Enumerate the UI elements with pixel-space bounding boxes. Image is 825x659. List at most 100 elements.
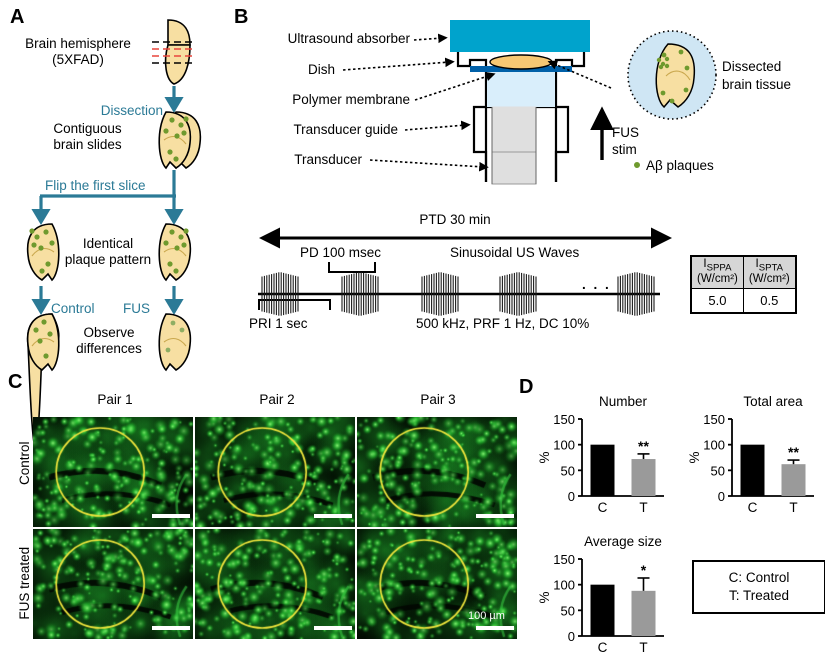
identical-slice-left-glyph <box>26 223 60 282</box>
panel-d-legend: C: Control T: Treated <box>692 560 825 615</box>
number-ytick: 0 <box>568 489 575 504</box>
ispta-unit: (W/cm²) <box>748 273 790 286</box>
total-area-title: Total area <box>743 394 803 409</box>
micrograph-fus-pair-2[interactable] <box>195 529 355 639</box>
column-header-pair-1: Pair 1 <box>97 392 133 407</box>
total-area-ytick: 150 <box>703 412 725 427</box>
arrow-label-control: Control <box>51 301 95 316</box>
identical-pattern-line2: plaque pattern <box>64 252 152 268</box>
panel-d-letter: D <box>519 376 534 398</box>
callout-label-transducer-guide: Transducer guide <box>293 122 398 137</box>
number-ytick: 50 <box>561 463 575 478</box>
scale-bar-control-3 <box>476 514 514 518</box>
micrograph-control-pair-1[interactable] <box>33 417 193 527</box>
leader-transducer-guide <box>404 120 471 131</box>
leader-dish <box>342 57 455 71</box>
panel-c-letter: C <box>8 371 23 393</box>
brain-hemisphere-glyph <box>152 19 196 85</box>
number-bar-C <box>590 444 615 496</box>
ispta-subscript: SPTA <box>758 262 784 274</box>
column-header-pair-3: Pair 3 <box>420 392 456 407</box>
arrow-label-dissection: Dissection <box>100 103 163 118</box>
callout-label-dish: Dish <box>307 62 335 77</box>
arrow-label-flip-first-slice: Flip the first slice <box>45 178 146 193</box>
callout-label-ultrasound-absorber: Ultrasound absorber <box>287 31 410 46</box>
identical-pattern-line1: Identical <box>82 236 134 251</box>
dissected-tissue-line2: brain tissue <box>722 76 792 92</box>
number-ylabel: % <box>537 451 552 463</box>
sinusoidal-waves-label: Sinusoidal US Waves <box>450 245 580 260</box>
transducer-guide-shape <box>472 105 570 182</box>
panel-a-letter: A <box>10 6 25 28</box>
number-xtick-T: T <box>639 500 647 515</box>
micrograph-control-pair-2[interactable] <box>195 417 355 527</box>
leader-ultrasound-absorber <box>413 33 448 44</box>
scale-bar-fus-3 <box>476 626 514 630</box>
total-area-bar-C <box>740 444 765 496</box>
row-label-control-text: Control <box>16 441 32 485</box>
step-label-brain-hemisphere: Brain hemisphere (5XFAD) <box>8 36 148 69</box>
panel-b-letter: B <box>234 6 249 28</box>
total-area-ytick: 100 <box>703 438 725 453</box>
column-header-pair-2: Pair 2 <box>259 392 295 407</box>
step-label-identical-pattern: Identical plaque pattern <box>63 236 153 269</box>
fus-stim-line2: stim <box>612 141 637 157</box>
plaque-legend-dot <box>634 162 640 168</box>
ispta-symbol: I <box>755 258 759 270</box>
fus-stim-line1: FUS <box>612 125 639 140</box>
micrograph-fus-pair-1[interactable] <box>33 529 193 639</box>
dissected-tissue-inset <box>627 30 717 120</box>
callout-label-polymer-membrane: Polymer membrane <box>292 92 410 107</box>
intensity-value-ispta: 0.5 <box>742 287 797 314</box>
total-area-bar-T <box>781 464 806 496</box>
total-area-ylabel: % <box>687 451 702 463</box>
number-bar-T <box>631 459 656 496</box>
intensity-header-isppa: ISPPA (W/cm²) <box>690 255 744 289</box>
total-area-xtick-C: C <box>748 500 758 515</box>
intensity-header-ispta: ISPTA (W/cm²) <box>742 255 797 289</box>
arrow-label-fus: FUS <box>123 301 150 316</box>
ptd-label: PTD 30 min <box>419 212 491 227</box>
observe-differences-line2: differences <box>76 341 142 357</box>
average-size-bar-C <box>590 584 615 636</box>
number-ytick: 100 <box>553 438 575 453</box>
average-size-bar-T <box>631 590 656 636</box>
average-size-significance: * <box>641 562 647 578</box>
waveform-ellipsis: . . . <box>582 277 611 292</box>
micrograph-control-pair-3[interactable] <box>357 417 517 527</box>
step-label-observe-differences: Observe differences <box>63 325 155 358</box>
observe-differences-line1: Observe <box>83 325 135 340</box>
leader-dissected-tissue <box>547 60 612 89</box>
row-label-fus-treated-text: FUS treated <box>16 546 32 620</box>
leader-transducer <box>369 159 489 172</box>
callout-label-transducer: Transducer <box>294 152 362 167</box>
legend-treated-line: T: Treated <box>728 588 790 604</box>
total-area-ytick: 0 <box>718 489 725 504</box>
plaque-legend-label: Aβ plaques <box>646 158 714 173</box>
legend-control-line: C: Control <box>728 570 790 585</box>
contiguous-slides-line2: brain slides <box>53 137 122 153</box>
average-size-ytick: 50 <box>561 603 575 618</box>
contiguous-slides-line1: Contiguous <box>53 121 122 136</box>
us-params-label: 500 kHz, PRF 1 Hz, DC 10% <box>416 316 590 331</box>
isppa-symbol: I <box>703 258 707 270</box>
average-size-title: Average size <box>584 534 662 549</box>
isppa-unit: (W/cm²) <box>697 273 738 286</box>
average-size-xtick-T: T <box>639 640 647 655</box>
average-size-ytick: 150 <box>553 552 575 567</box>
observe-slice-right-glyph <box>158 313 192 372</box>
scale-bar-control-1 <box>152 514 190 518</box>
average-size-xtick-C: C <box>598 640 608 655</box>
dish-shape <box>456 52 586 109</box>
micrograph-fus-pair-3[interactable] <box>357 529 517 639</box>
number-significance: ** <box>638 438 649 454</box>
average-size-ylabel: % <box>537 591 552 603</box>
pd-bracket <box>328 262 376 273</box>
scale-bar-control-2 <box>314 514 352 518</box>
brain-tissue-on-dish <box>489 54 553 70</box>
